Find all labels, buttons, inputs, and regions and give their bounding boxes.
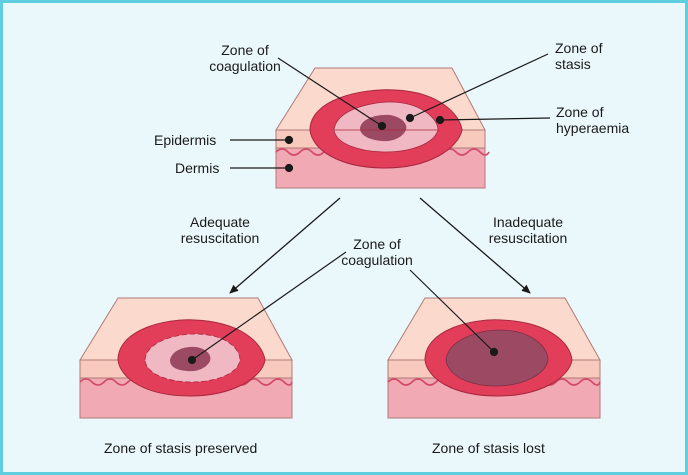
caption-stasis-lost: Zone of stasis lost: [432, 440, 545, 456]
skin-block-lost: [388, 298, 600, 418]
label-dermis: Dermis: [175, 160, 219, 176]
skin-block-preserved: [80, 298, 292, 418]
caption-stasis-preserved: Zone of stasis preserved: [104, 440, 257, 456]
label-epidermis: Epidermis: [154, 132, 216, 148]
